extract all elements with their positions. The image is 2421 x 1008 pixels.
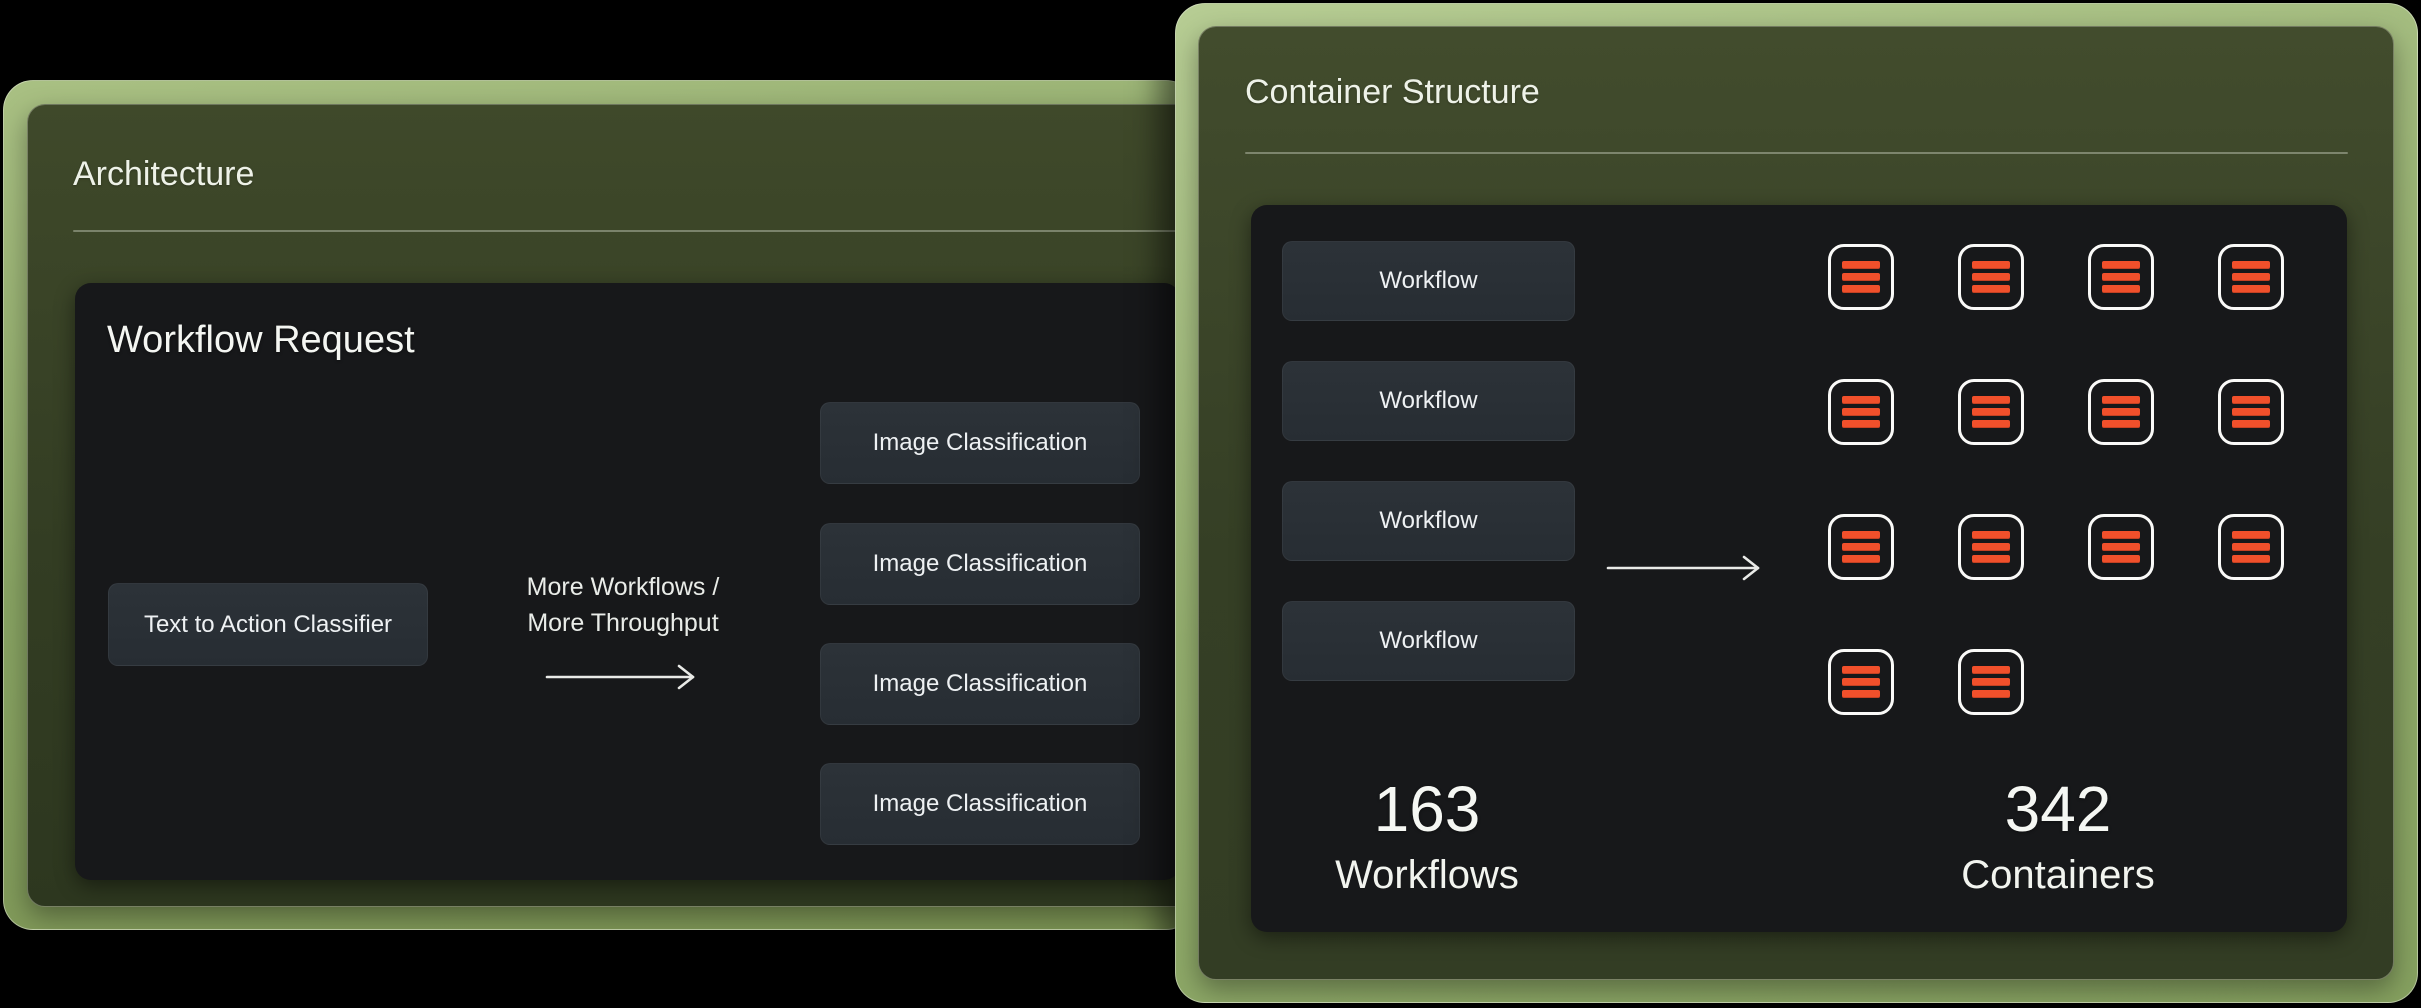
container-bar [1842, 273, 1880, 281]
container-bar [1972, 408, 2010, 416]
throughput-annotation: More Workflows / More Throughput [493, 569, 753, 641]
container-bar [2232, 420, 2270, 428]
container-bar [1972, 555, 2010, 563]
container-bar [2102, 555, 2140, 563]
image-classification-node: Image Classification [820, 523, 1140, 605]
container-bar [1842, 690, 1880, 698]
container-bar [2102, 396, 2140, 404]
container-bar [1842, 666, 1880, 674]
image-classification-node: Image Classification [820, 402, 1140, 484]
container-structure-card [1251, 205, 2347, 932]
container-bar [2102, 420, 2140, 428]
workflow-request-heading: Workflow Request [107, 319, 415, 361]
image-classification-node: Image Classification [820, 763, 1140, 845]
workflow-node: Workflow [1282, 481, 1575, 561]
arrow-right-icon [1606, 555, 1760, 581]
arrow-right-icon [545, 664, 695, 690]
container-bar [2232, 273, 2270, 281]
container-bar [1972, 420, 2010, 428]
annotation-line-2: More Throughput [527, 609, 719, 637]
container-bar [1842, 555, 1880, 563]
container-stack-icon [1828, 514, 1894, 580]
container-stack-icon [2088, 379, 2154, 445]
container-bar [2102, 285, 2140, 293]
container-bar [2102, 543, 2140, 551]
architecture-divider [73, 230, 1178, 232]
container-stack-icon [2218, 244, 2284, 310]
container-stack-icon [1958, 514, 2024, 580]
container-bar [1842, 285, 1880, 293]
containers-count: 342 [2004, 773, 2112, 845]
container-bar [1842, 396, 1880, 404]
container-bar [1842, 678, 1880, 686]
image-classification-node: Image Classification [820, 643, 1140, 725]
annotation-line-1: More Workflows / [526, 573, 720, 601]
container-bar [1972, 543, 2010, 551]
container-bar [1972, 531, 2010, 539]
container-stack-icon [1958, 649, 2024, 715]
container-bar [1842, 531, 1880, 539]
container-bar [2102, 408, 2140, 416]
container-bar [1972, 666, 2010, 674]
container-bar [2232, 543, 2270, 551]
workflows-label: Workflows [1335, 853, 1519, 897]
container-bar [1972, 285, 2010, 293]
container-bar [2102, 261, 2140, 269]
container-bar [2232, 408, 2270, 416]
container-stack-icon [2088, 514, 2154, 580]
container-stack-icon [1958, 379, 2024, 445]
container-bar [2232, 555, 2270, 563]
workflow-node: Workflow [1282, 601, 1575, 681]
container-bar [1972, 678, 2010, 686]
text-to-action-classifier-node: Text to Action Classifier [108, 583, 428, 666]
container-stack-icon [2088, 244, 2154, 310]
container-bar [2232, 261, 2270, 269]
container-bar [2232, 396, 2270, 404]
container-stack-icon [2218, 514, 2284, 580]
container-structure-title: Container Structure [1245, 73, 1540, 111]
container-stack-icon [1828, 649, 1894, 715]
container-bar [2232, 285, 2270, 293]
container-stack-icon [1958, 244, 2024, 310]
containers-label: Containers [1961, 853, 2155, 897]
container-bar [2232, 531, 2270, 539]
containers-stat: 342 Containers [1858, 773, 2258, 899]
workflow-node: Workflow [1282, 241, 1575, 321]
container-stack-icon [2218, 379, 2284, 445]
container-bar [1972, 273, 2010, 281]
workflow-node: Workflow [1282, 361, 1575, 441]
architecture-title: Architecture [73, 155, 255, 193]
container-bar [2102, 273, 2140, 281]
container-structure-divider [1245, 152, 2348, 154]
container-stack-icon [1828, 379, 1894, 445]
container-bar [2102, 531, 2140, 539]
container-bar [1842, 408, 1880, 416]
workflows-stat: 163 Workflows [1227, 773, 1627, 899]
container-bar [1972, 690, 2010, 698]
container-bar [1972, 396, 2010, 404]
container-bar [1842, 261, 1880, 269]
container-bar [1842, 420, 1880, 428]
container-bar [1842, 543, 1880, 551]
workflows-count: 163 [1373, 773, 1481, 845]
container-stack-icon [1828, 244, 1894, 310]
container-bar [1972, 261, 2010, 269]
